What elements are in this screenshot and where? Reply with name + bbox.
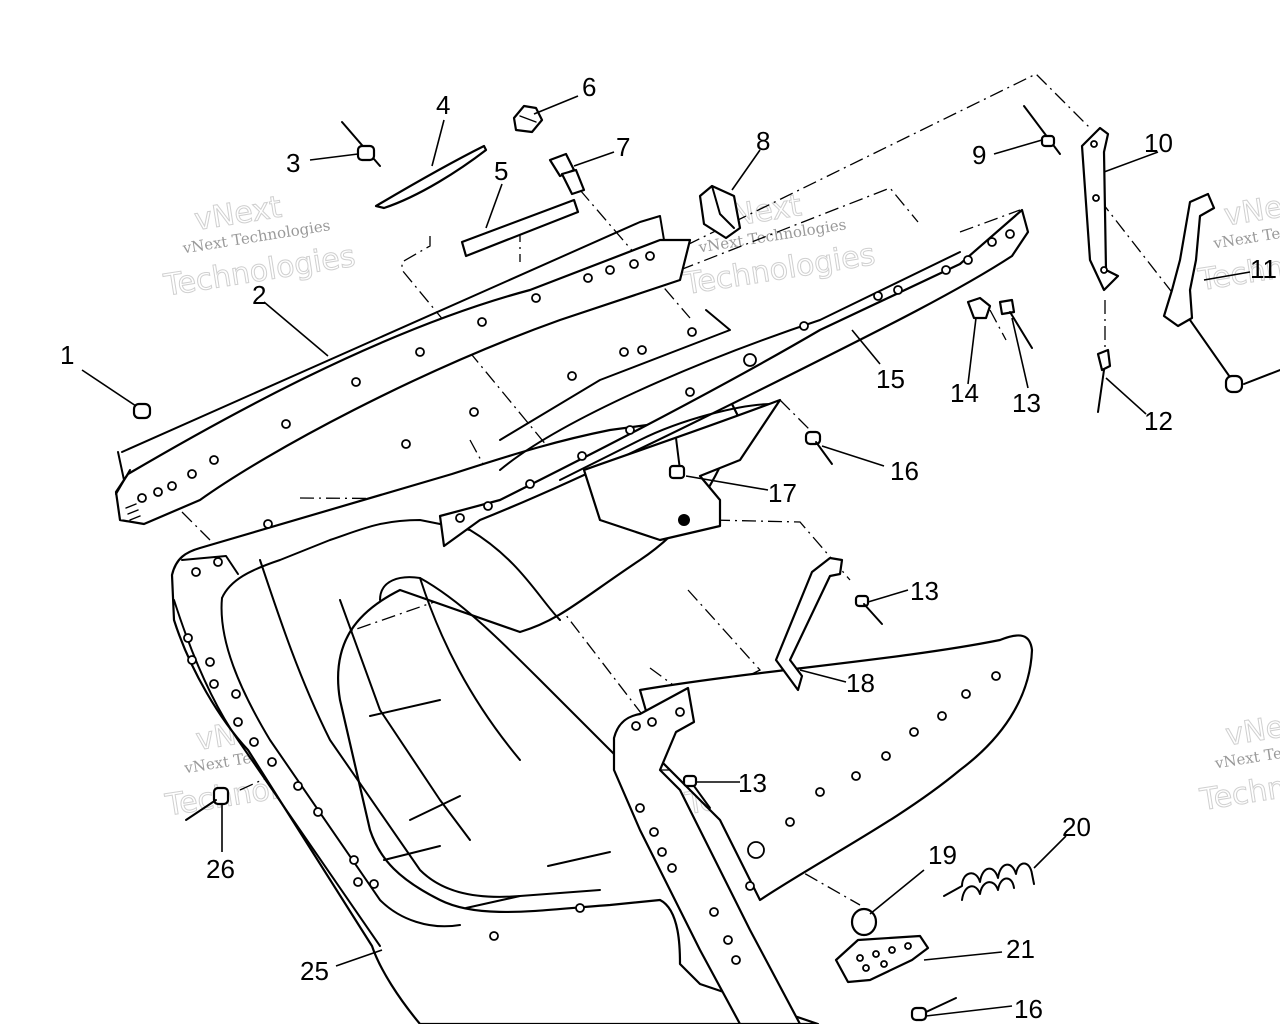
part-1-grommet xyxy=(132,402,152,420)
part-13-screw-top xyxy=(998,298,1033,349)
callout-labels: 1 2 3 4 5 6 7 8 9 10 11 12 13 14 13 15 1… xyxy=(60,72,1277,1024)
callout-18: 18 xyxy=(846,668,875,698)
callout-2: 2 xyxy=(252,280,266,310)
part-26-rivet xyxy=(185,786,230,821)
callout-9: 9 xyxy=(972,140,986,170)
part-13-screw-mid xyxy=(854,594,883,625)
callout-13-top: 13 xyxy=(1012,388,1041,418)
callout-16-low: 16 xyxy=(1014,994,1043,1024)
callout-13-low: 13 xyxy=(738,768,767,798)
part-21-plate xyxy=(834,934,930,984)
part-20-spring xyxy=(943,862,1035,901)
part-10-hinge-plate xyxy=(1080,126,1120,292)
callout-3: 3 xyxy=(286,148,300,178)
callout-16-mid: 16 xyxy=(890,456,919,486)
callout-7: 7 xyxy=(616,132,630,162)
callout-15: 15 xyxy=(876,364,905,394)
watermark-right-bottom: vNext vNext Technologies Technologies xyxy=(1197,704,1280,818)
part-25-body-shell xyxy=(170,398,820,1024)
callout-4: 4 xyxy=(436,90,450,120)
callout-19: 19 xyxy=(928,840,957,870)
part-19-cap xyxy=(850,907,878,937)
part-16-screw-low xyxy=(910,997,957,1022)
callout-21: 21 xyxy=(1006,934,1035,964)
callout-5: 5 xyxy=(494,156,508,186)
part-2-bumper-bar xyxy=(114,215,692,526)
callout-6: 6 xyxy=(582,72,596,102)
right-side-panel xyxy=(638,634,1034,902)
part-7-bolt xyxy=(548,152,586,196)
part-3-rivet xyxy=(341,121,381,167)
part-13-screw-low xyxy=(682,774,711,809)
callout-12: 12 xyxy=(1144,406,1173,436)
part-9-pin xyxy=(1023,105,1061,155)
part-14-nut xyxy=(966,296,992,320)
part-17-center-plate xyxy=(582,398,782,542)
part-4-strip xyxy=(374,144,488,210)
leader-lines xyxy=(81,95,1251,1017)
callout-1: 1 xyxy=(60,340,74,370)
part-6-nut xyxy=(512,104,544,134)
part-16-screw-mid xyxy=(804,430,833,465)
callout-26: 26 xyxy=(206,854,235,884)
callout-20: 20 xyxy=(1062,812,1091,842)
callout-11: 11 xyxy=(1250,254,1277,284)
callout-10: 10 xyxy=(1144,128,1173,158)
callout-17: 17 xyxy=(768,478,797,508)
part-11-latch xyxy=(1162,192,1280,394)
front-strut xyxy=(612,686,802,1024)
callout-13-mid: 13 xyxy=(910,576,939,606)
part-5-pad xyxy=(460,198,580,258)
callout-14: 14 xyxy=(950,378,979,408)
callout-8: 8 xyxy=(756,126,770,156)
part-12-screw xyxy=(1096,348,1112,413)
part-18-bracket xyxy=(774,556,844,692)
callout-25: 25 xyxy=(300,956,329,986)
part-8-clip xyxy=(698,184,742,240)
